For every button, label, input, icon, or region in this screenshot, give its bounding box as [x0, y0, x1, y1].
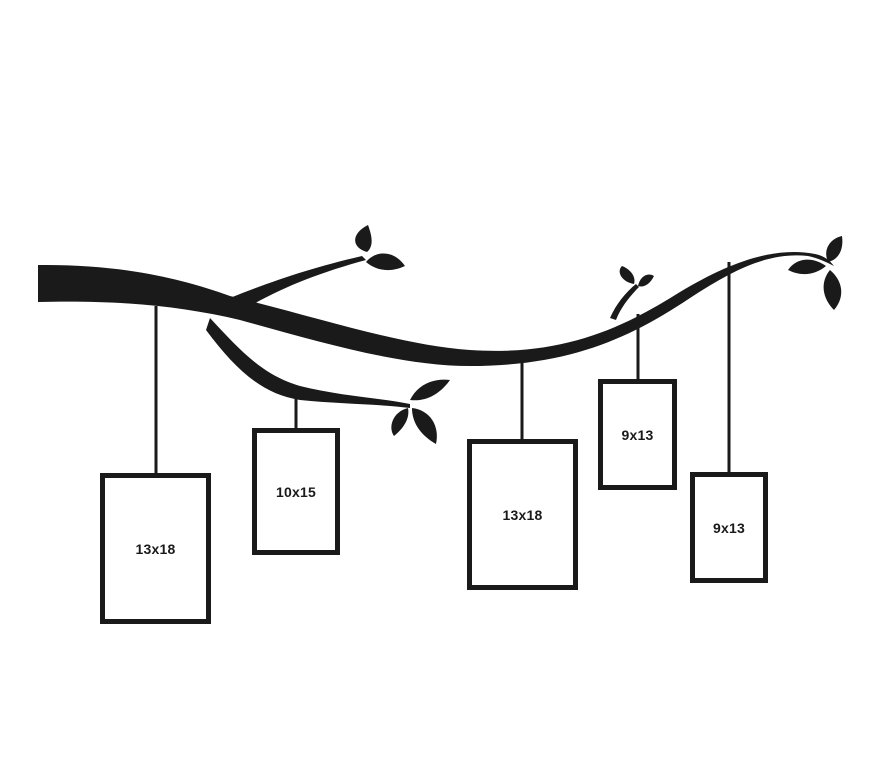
photo-frame-5: 9x13: [690, 472, 768, 583]
frame-size-label: 10x15: [276, 483, 316, 500]
leaf-icon: [788, 259, 826, 275]
leaf-icon: [410, 379, 450, 401]
leaf-icon: [391, 408, 409, 436]
photo-frame-2: 10x15: [252, 428, 340, 555]
leaf-icon: [412, 408, 437, 444]
leaf-icon: [355, 225, 372, 252]
leaf-icon: [366, 253, 405, 271]
photo-frame-3: 13x18: [467, 439, 578, 590]
upper-twig: [230, 256, 366, 306]
frame-size-label: 13x18: [135, 540, 176, 557]
small-twig: [610, 284, 639, 320]
leaf-icon: [638, 274, 654, 287]
leaf-icon: [619, 266, 635, 284]
leaf-clusters: [355, 225, 843, 444]
leaf-icon: [826, 236, 843, 262]
main-branch: [38, 251, 834, 366]
photo-frame-1: 13x18: [100, 473, 211, 624]
lower-twig: [206, 318, 410, 408]
photo-frame-4: 9x13: [598, 379, 677, 490]
leaf-icon: [823, 270, 842, 310]
frame-size-label: 13x18: [502, 506, 543, 523]
frame-size-label: 9x13: [621, 426, 654, 443]
frame-size-label: 9x13: [713, 519, 745, 536]
